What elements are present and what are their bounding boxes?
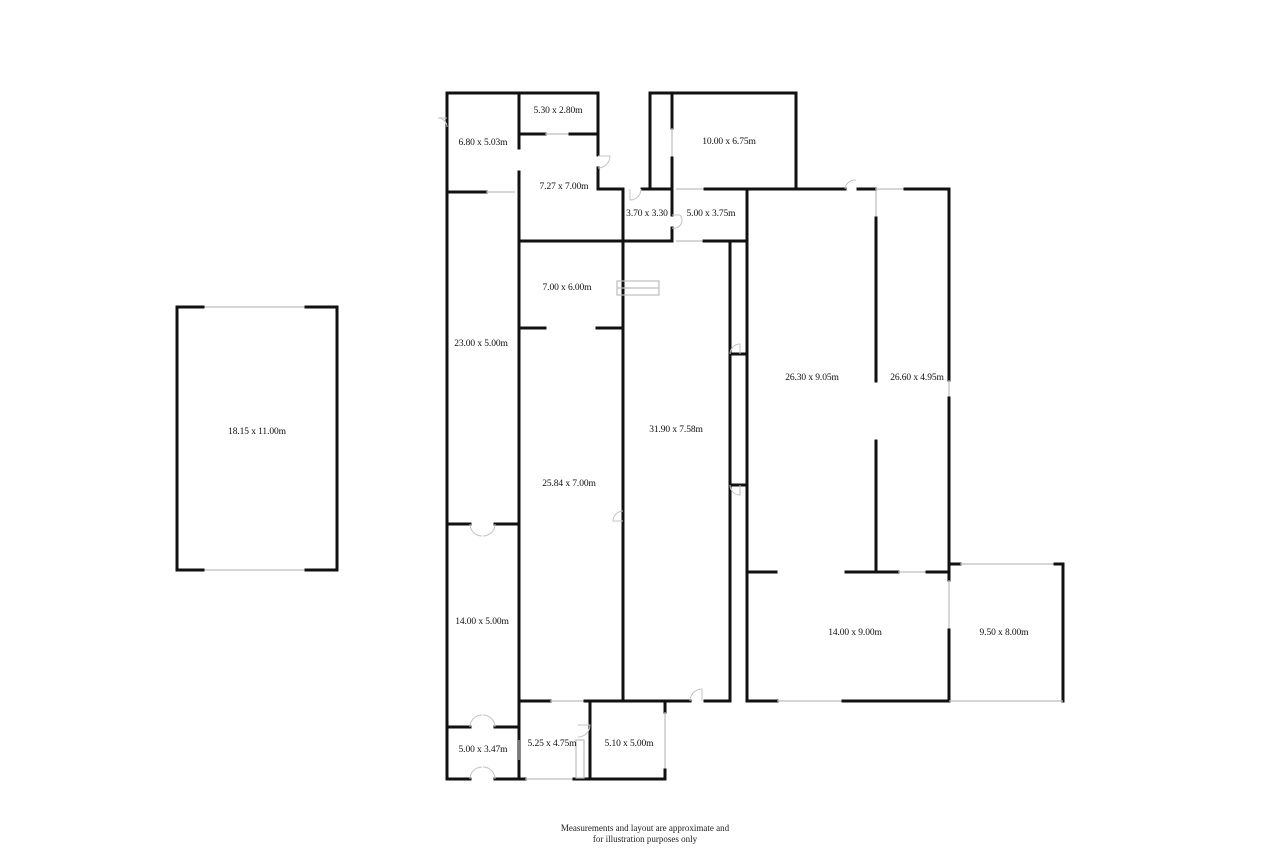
- room-label-31-90x7-58: 31.90 x 7.58m: [649, 425, 703, 435]
- room-label-7-00x6-00: 7.00 x 6.00m: [542, 283, 592, 293]
- room-label-outbuilding: 18.15 x 11.00m: [228, 427, 286, 437]
- right-wing-walls: [745, 187, 1065, 703]
- door-swings: [437, 117, 857, 780]
- room-label-26-60x4-95: 26.60 x 4.95m: [890, 373, 944, 383]
- room-label-5-00x3-47: 5.00 x 3.47m: [458, 745, 508, 755]
- room-label-14-00x5-00: 14.00 x 5.00m: [455, 617, 509, 627]
- room-label-10-00x6-75: 10.00 x 6.75m: [702, 137, 756, 147]
- room-label-5-00x3-75: 5.00 x 3.75m: [686, 209, 736, 219]
- disclaimer-line-1: Measurements and layout are approximate …: [560, 823, 730, 833]
- main-building-walls: [445, 91, 847, 781]
- room-label-5-25x4-75: 5.25 x 4.75m: [527, 739, 577, 749]
- room-label-5-10x5-00: 5.10 x 5.00m: [604, 739, 654, 749]
- disclaimer: Measurements and layout are approximate …: [515, 823, 775, 845]
- room-label-14-00x9-00: 14.00 x 9.00m: [828, 628, 882, 638]
- room-label-25-84x7-00: 25.84 x 7.00m: [542, 479, 596, 489]
- room-label-6-80x5-03: 6.80 x 5.03m: [458, 138, 508, 148]
- room-label-23-00x5-00: 23.00 x 5.00m: [454, 339, 508, 349]
- room-label-5-30x2-80: 5.30 x 2.80m: [533, 106, 583, 116]
- room-label-26-30x9-05: 26.30 x 9.05m: [785, 373, 839, 383]
- outbuilding-walls: [175, 305, 339, 572]
- room-label-9-50x8-00: 9.50 x 8.00m: [979, 628, 1029, 638]
- room-label-3-70x3-30: 3.70 x 3.30: [626, 209, 668, 219]
- disclaimer-line-2: for illustration purposes only: [592, 834, 698, 844]
- room-label-7-27x7-00: 7.27 x 7.00m: [539, 182, 589, 192]
